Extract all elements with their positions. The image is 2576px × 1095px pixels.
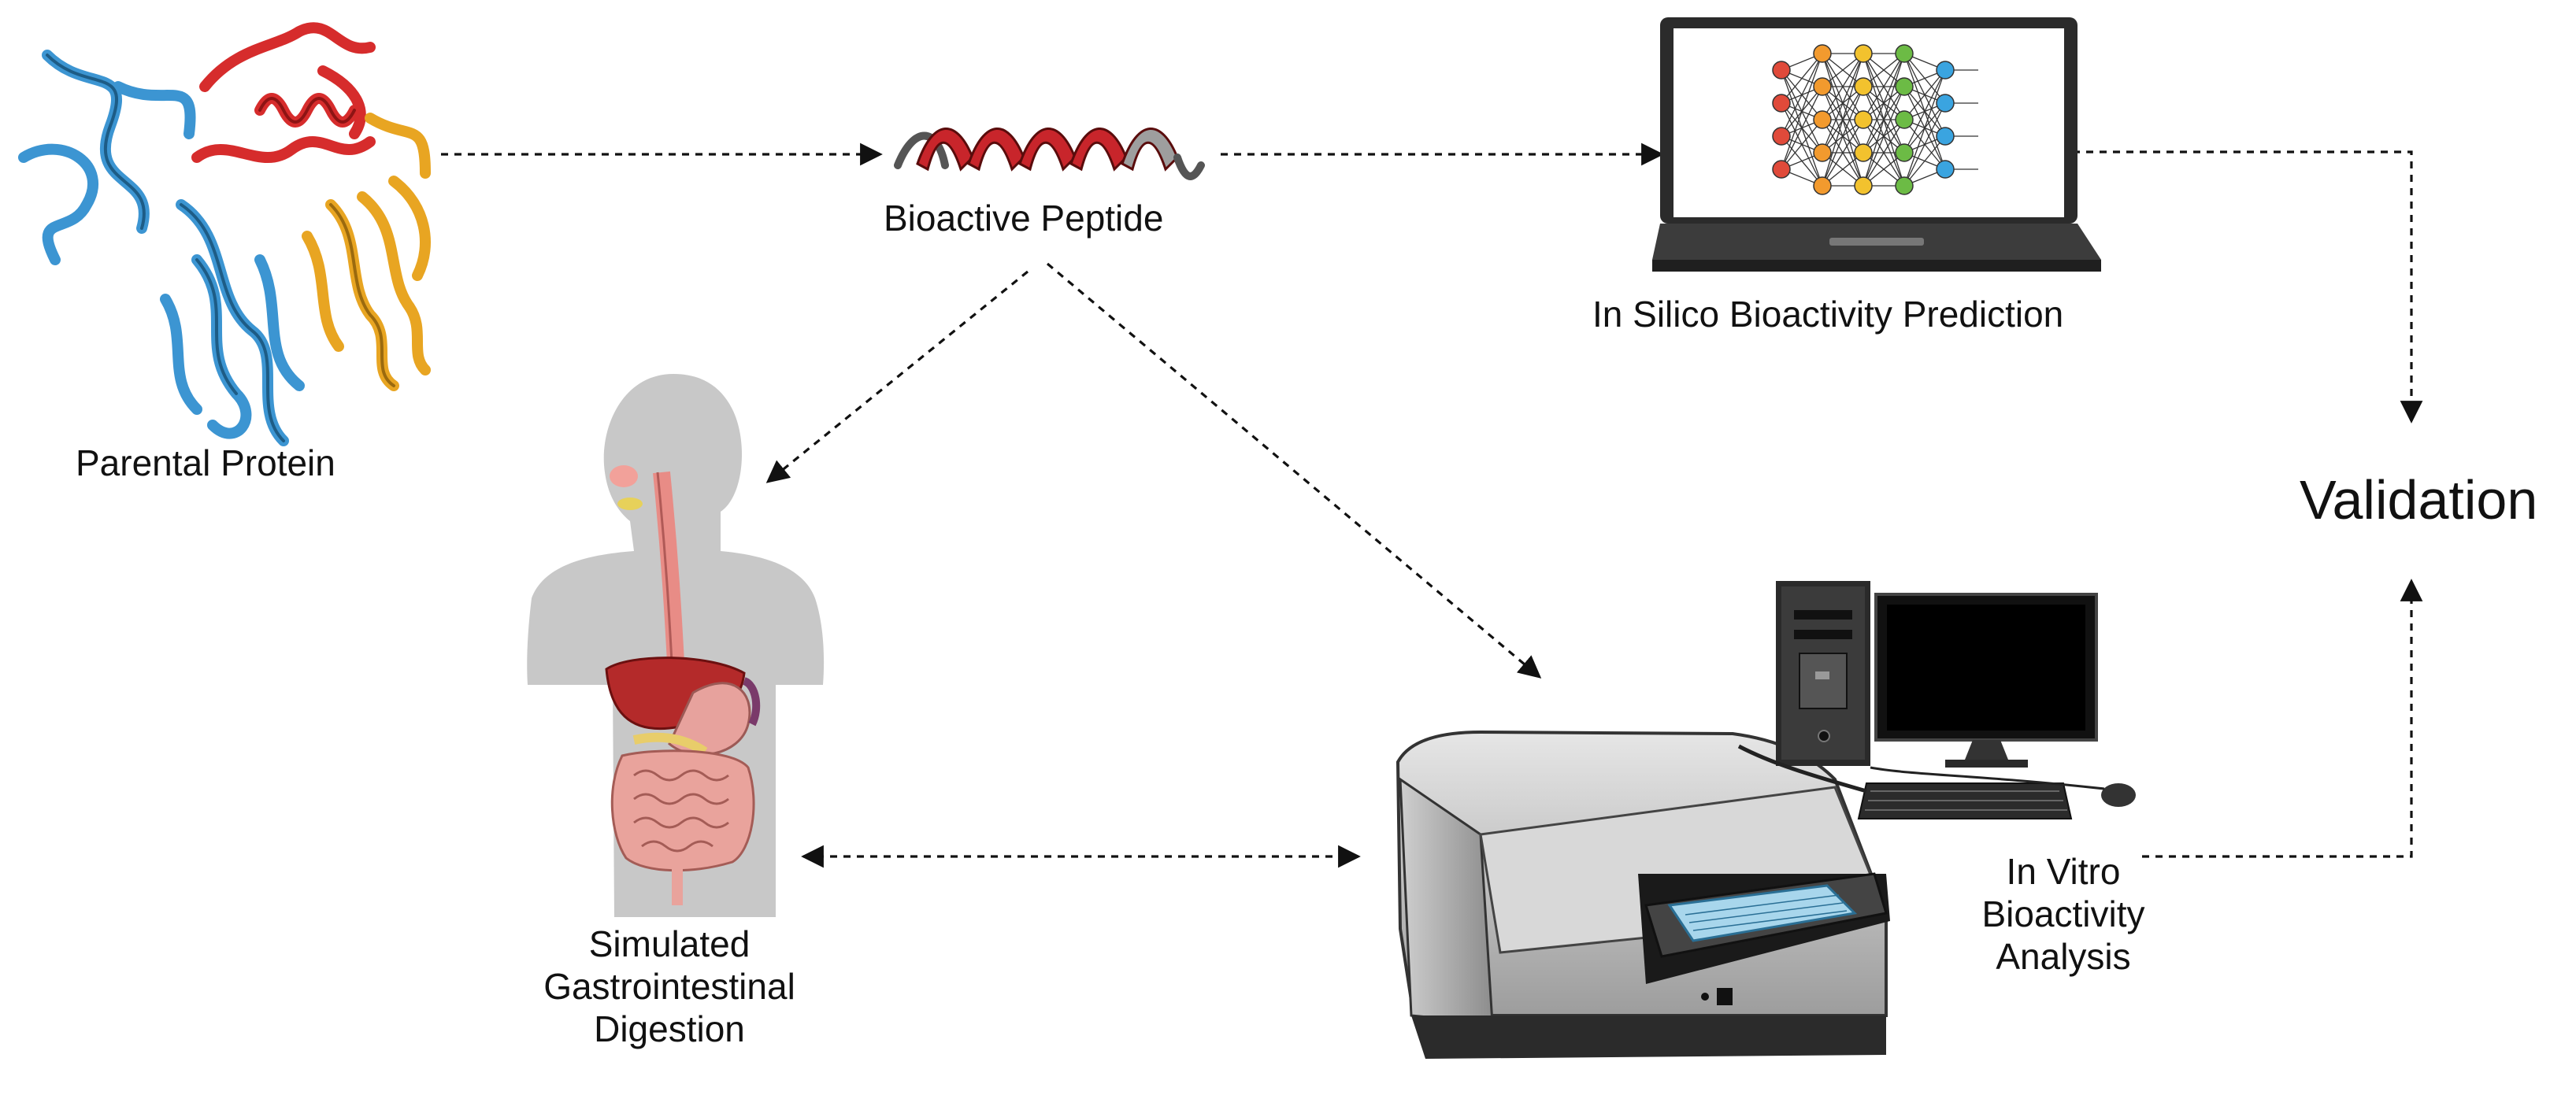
peptide-helix-icon bbox=[894, 128, 1205, 180]
nn-edge bbox=[1863, 86, 1905, 187]
nn-edge bbox=[1903, 69, 1946, 154]
nn-node bbox=[1936, 127, 1955, 146]
nn-edge bbox=[1903, 69, 1946, 187]
nn-node bbox=[1895, 176, 1914, 195]
nn-node bbox=[1772, 160, 1791, 179]
label-bioactive-peptide: Bioactive Peptide bbox=[884, 198, 1164, 239]
nn-edge bbox=[1863, 53, 1905, 187]
desktop-computer-icon bbox=[1737, 581, 2136, 819]
nn-node bbox=[1895, 110, 1914, 129]
arrow-peptide-to-digestion bbox=[765, 270, 1029, 483]
nn-edge bbox=[1781, 86, 1823, 170]
nn-nodes bbox=[1772, 44, 1955, 195]
laptop-neural-network-icon bbox=[1652, 17, 2101, 272]
nn-node bbox=[1936, 94, 1955, 113]
nn-node bbox=[1936, 160, 1955, 179]
nn-edge bbox=[1781, 119, 1823, 170]
label-in-vitro-line2: Bioactivity bbox=[1981, 893, 2145, 934]
protein-structure-icon bbox=[18, 22, 431, 446]
nn-node bbox=[1813, 110, 1832, 129]
label-simulated-line3: Digestion bbox=[594, 1008, 745, 1049]
nn-edge bbox=[1903, 135, 1946, 187]
nn-node bbox=[1854, 176, 1873, 195]
label-parental-protein: Parental Protein bbox=[76, 442, 335, 483]
arrow-invitro-to-validation bbox=[2142, 579, 2423, 858]
nn-node bbox=[1813, 77, 1832, 96]
arrow-peptide-to-invitro bbox=[1046, 262, 1542, 679]
nn-edge bbox=[1822, 53, 1864, 187]
nn-edge bbox=[1863, 53, 1905, 120]
nn-node bbox=[1772, 127, 1791, 146]
label-in-vitro-line1: In Vitro bbox=[2006, 851, 2121, 892]
nn-edge bbox=[1822, 53, 1864, 154]
nn-node bbox=[1772, 61, 1791, 80]
nn-node bbox=[1854, 44, 1873, 63]
nn-node bbox=[1895, 143, 1914, 162]
nn-node bbox=[1854, 143, 1873, 162]
nn-edge bbox=[1903, 102, 1946, 187]
arrow-insilico-to-validation bbox=[2059, 150, 2423, 424]
nn-node bbox=[1813, 143, 1832, 162]
plate-reader-icon bbox=[1395, 730, 1890, 1059]
label-simulated-digestion: Simulated Gastrointestinal Digestion bbox=[520, 923, 819, 1050]
arrows bbox=[441, 142, 2423, 868]
nn-edge bbox=[1781, 53, 1823, 170]
nn-edge bbox=[1863, 119, 1905, 187]
label-in-silico: In Silico Bioactivity Prediction bbox=[1592, 294, 2064, 335]
nn-edge bbox=[1863, 53, 1905, 154]
nn-edge bbox=[1822, 119, 1864, 187]
nn-edge bbox=[1781, 53, 1823, 137]
nn-edge bbox=[1822, 86, 1864, 187]
nn-node bbox=[1813, 176, 1832, 195]
nn-node bbox=[1854, 110, 1873, 129]
nn-edge bbox=[1781, 53, 1823, 104]
nn-edge bbox=[1822, 53, 1864, 120]
label-in-vitro-line3: Analysis bbox=[1996, 936, 2131, 977]
label-simulated-line1: Simulated bbox=[588, 923, 751, 964]
label-in-vitro: In Vitro Bioactivity Analysis bbox=[1945, 850, 2181, 978]
human-digestive-system-icon bbox=[527, 374, 825, 917]
label-simulated-line2: Gastrointestinal bbox=[543, 966, 795, 1007]
label-validation: Validation bbox=[2300, 469, 2538, 531]
nn-node bbox=[1813, 44, 1832, 63]
nn-node bbox=[1895, 44, 1914, 63]
nn-node bbox=[1936, 61, 1955, 80]
nn-node bbox=[1895, 77, 1914, 96]
nn-node bbox=[1772, 94, 1791, 113]
nn-node bbox=[1854, 77, 1873, 96]
nn-edge bbox=[1903, 69, 1946, 120]
